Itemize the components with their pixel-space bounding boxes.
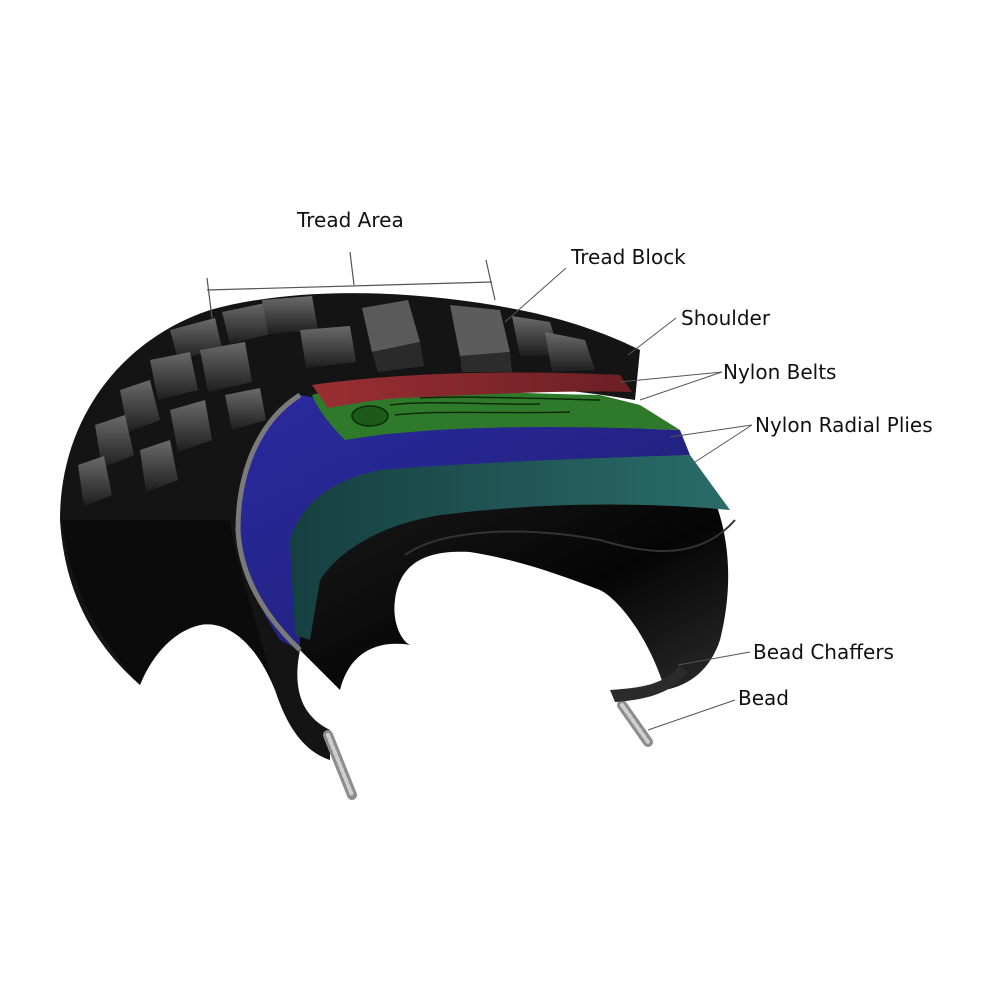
casing-cut-edge [235,392,302,652]
label-bead-chaffers: Bead Chaffers [753,640,894,664]
bead-wires [323,700,653,800]
nylon-belt-red [312,372,632,408]
leader-ply-1 [669,424,753,438]
tread-area-bracket [206,251,496,319]
belt-weave-detail [351,396,601,427]
leader-tread-block [504,267,567,323]
leader-shoulder [627,317,677,356]
leader-belt-1 [619,371,723,383]
label-tread-block: Tread Block [571,245,686,269]
leader-bead [647,699,736,731]
leader-ply-2 [694,424,753,463]
nylon-radial-ply-blue [240,395,690,650]
inner-casing [300,470,729,690]
label-nylon-belts: Nylon Belts [723,360,837,384]
tread-blocks [78,296,595,506]
label-nylon-radial-plies: Nylon Radial Plies [755,413,933,437]
leader-lines [504,267,753,731]
label-tread-area: Tread Area [297,208,404,232]
leader-bead-chaffers [677,651,751,666]
bead-chaffer-strip [610,665,688,702]
leader-belt-2 [639,371,723,401]
label-shoulder: Shoulder [681,306,771,330]
sidewall-shade [62,520,275,690]
nylon-radial-ply-teal [290,455,730,640]
inner-cut-edge [404,519,736,556]
label-bead: Bead [738,686,789,710]
nylon-belt-green [312,389,680,440]
